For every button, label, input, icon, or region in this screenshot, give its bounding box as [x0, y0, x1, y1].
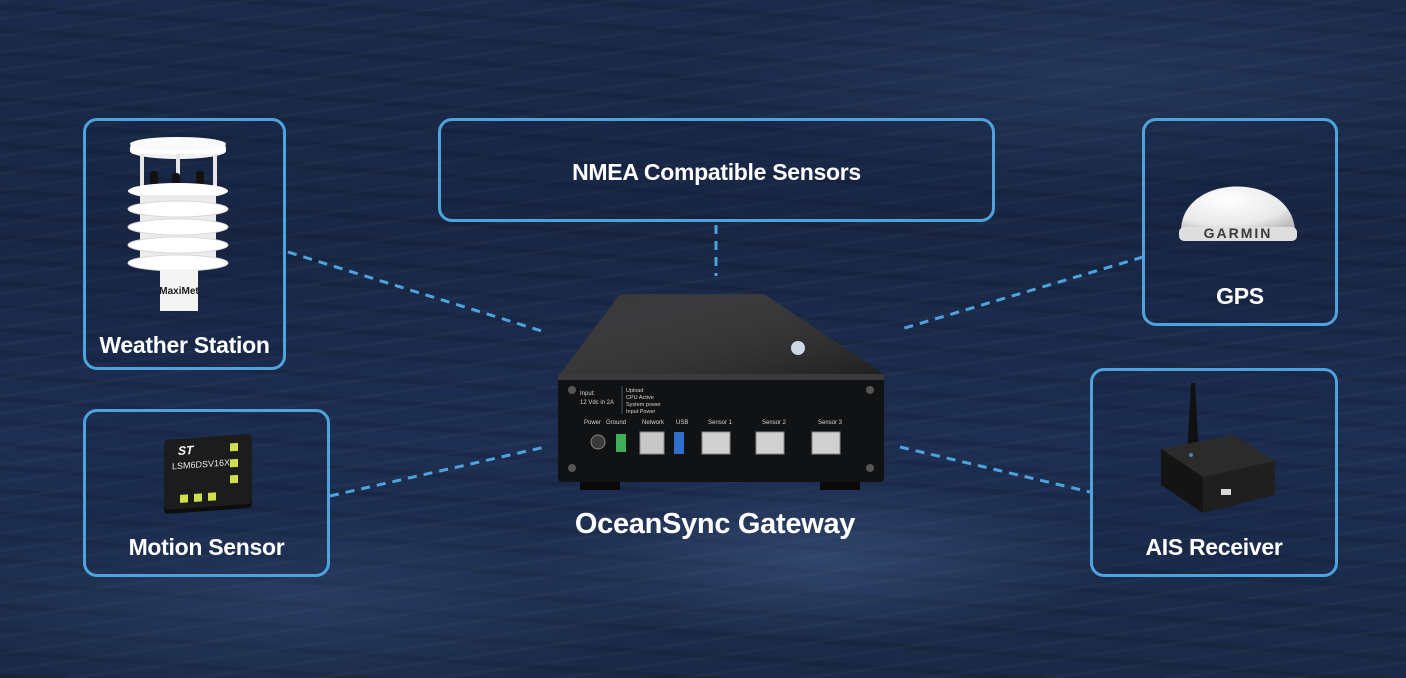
connector-gps	[897, 255, 1144, 332]
weather-station-box: MaxiMet Weather Station	[83, 118, 286, 370]
svg-text:Power: Power	[584, 420, 601, 426]
connector-weather	[287, 250, 546, 334]
svg-text:Input:: Input:	[580, 391, 595, 397]
svg-text:12 Vdc in 2A: 12 Vdc in 2A	[580, 400, 614, 406]
gps-antenna-icon: GARMIN	[1179, 186, 1297, 241]
svg-text:CPU Active: CPU Active	[626, 395, 654, 401]
svg-text:System power: System power	[626, 402, 661, 408]
ais-receiver-box: AIS Receiver	[1090, 368, 1338, 577]
imu-chip-icon: ST LSM6DSV16X	[164, 434, 252, 514]
svg-text:MaxiMet: MaxiMet	[159, 286, 199, 297]
svg-text:ST: ST	[178, 443, 195, 458]
connector-motion	[329, 445, 546, 498]
nmea-sensors-label: NMEA Compatible Sensors	[572, 159, 861, 185]
svg-text:Sensor 3: Sensor 3	[818, 420, 843, 426]
ais-receiver-icon	[1161, 383, 1275, 513]
svg-text:LSM6DSV16X: LSM6DSV16X	[172, 457, 230, 471]
gateway-label: OceanSync Gateway	[574, 508, 856, 540]
connector-ais	[899, 445, 1091, 494]
svg-text:Input Power: Input Power	[626, 409, 656, 415]
motion-sensor-box: ST LSM6DSV16X Motion Sensor	[83, 409, 330, 577]
svg-text:Network: Network	[642, 420, 665, 426]
svg-text:USB: USB	[676, 420, 688, 426]
oceansync-gateway-device: Input: 12 Vdc in 2A Upload CPU Active Sy…	[558, 294, 884, 490]
nmea-sensors-box: NMEA Compatible Sensors	[438, 118, 995, 222]
gps-label: GPS	[1216, 283, 1264, 309]
svg-text:Upload: Upload	[626, 388, 643, 394]
svg-text:GARMIN: GARMIN	[1204, 225, 1273, 241]
svg-text:Sensor 1: Sensor 1	[708, 420, 733, 426]
gps-box: GARMIN GPS	[1142, 118, 1338, 326]
ais-receiver-label: AIS Receiver	[1145, 534, 1283, 560]
motion-sensor-label: Motion Sensor	[128, 534, 285, 560]
svg-text:Sensor 2: Sensor 2	[762, 420, 787, 426]
svg-text:Ground: Ground	[606, 420, 626, 426]
oceansync-logo-icon	[791, 341, 805, 355]
weather-station-label: Weather Station	[99, 332, 270, 358]
weather-station-icon: MaxiMet	[127, 137, 229, 311]
